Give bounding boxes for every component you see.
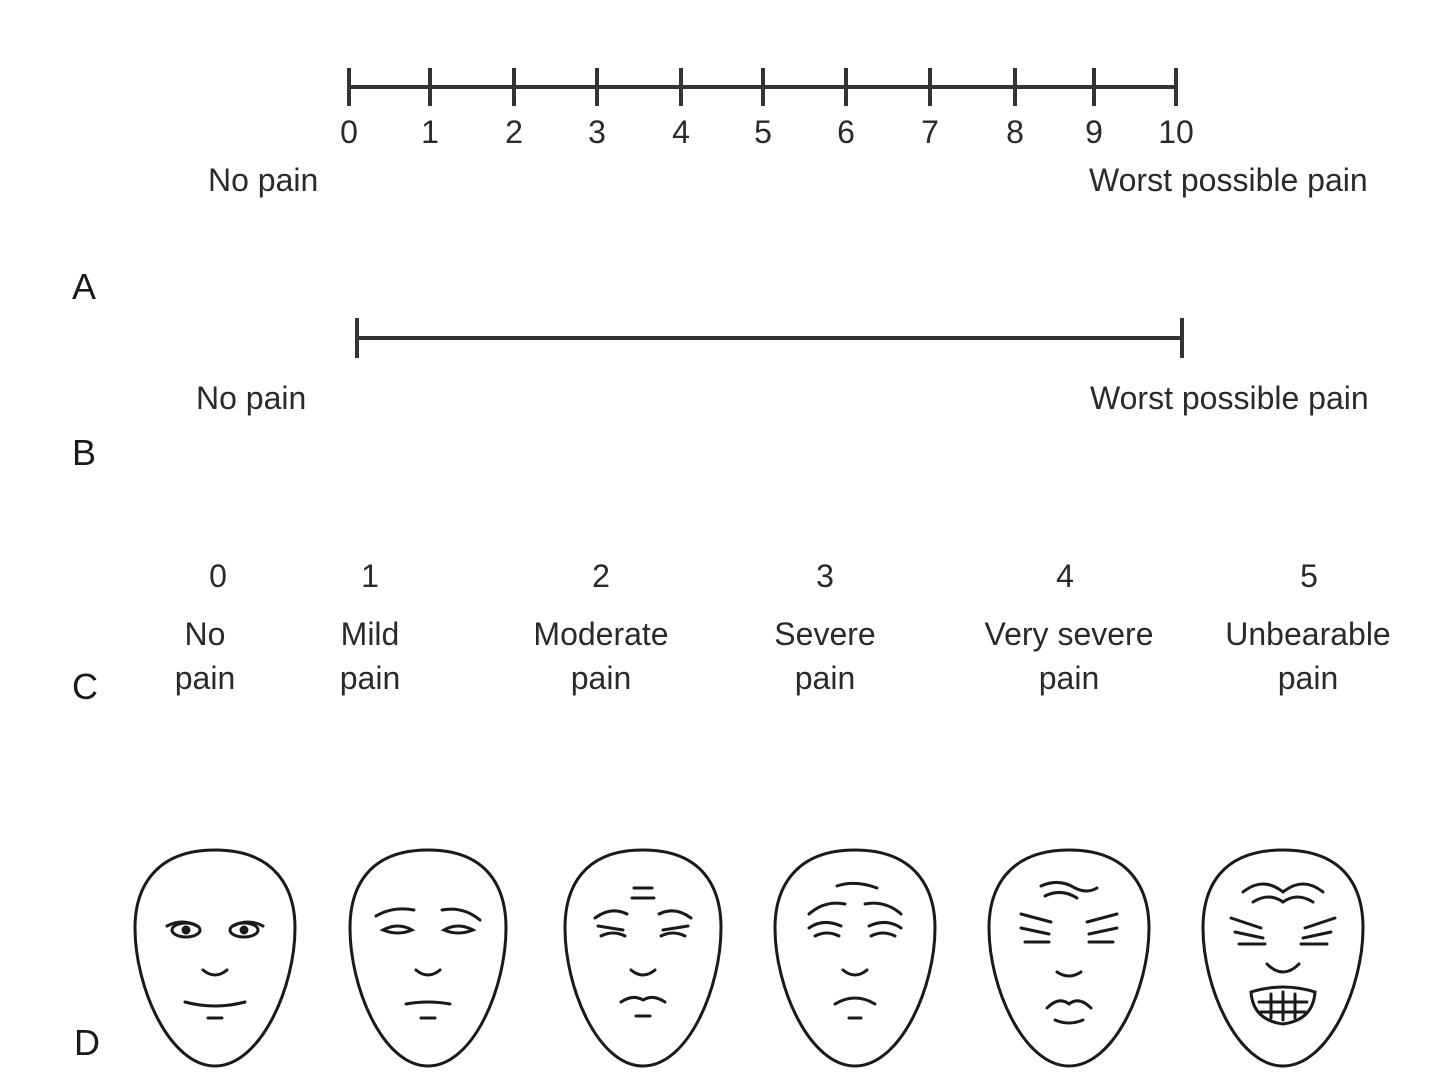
face-mild-pain-icon bbox=[348, 848, 508, 1068]
face-severe-pain-icon bbox=[773, 848, 937, 1068]
tick-label: 5 bbox=[754, 114, 772, 150]
verbal-scale-number: 4 bbox=[1056, 558, 1074, 594]
verbal-scale-number: 0 bbox=[209, 558, 227, 594]
tick-label: 0 bbox=[340, 114, 358, 150]
face-moderate-pain-icon bbox=[563, 848, 723, 1068]
tick-label: 8 bbox=[1006, 114, 1024, 150]
face-unbearable-pain-icon bbox=[1201, 848, 1365, 1068]
numeric-scale-right-anchor: Worst possible pain bbox=[1089, 162, 1368, 198]
tick-label: 9 bbox=[1085, 114, 1103, 150]
numeric-scale-ticks bbox=[347, 68, 1178, 106]
tick-label: 10 bbox=[1158, 114, 1194, 150]
tick-label: 2 bbox=[505, 114, 523, 150]
tick-label: 1 bbox=[421, 114, 439, 150]
panel-label-a: A bbox=[72, 266, 97, 307]
panel-label-b: B bbox=[72, 432, 97, 473]
panel-label-c: C bbox=[72, 666, 98, 707]
face-no-pain-icon bbox=[133, 848, 297, 1068]
numeric-scale-left-anchor: No pain bbox=[208, 162, 319, 198]
tick-label: 6 bbox=[837, 114, 855, 150]
tick-label: 7 bbox=[921, 114, 939, 150]
verbal-scale-number: 2 bbox=[592, 558, 610, 594]
visual-analog-scale-right-anchor: Worst possible pain bbox=[1090, 380, 1369, 416]
visual-analog-scale-left-anchor: No pain bbox=[196, 380, 307, 416]
verbal-scale-number: 3 bbox=[816, 558, 834, 594]
face-very-severe-pain-icon bbox=[987, 848, 1151, 1068]
tick-label: 3 bbox=[588, 114, 606, 150]
tick-label: 4 bbox=[672, 114, 690, 150]
verbal-scale-number: 5 bbox=[1300, 558, 1318, 594]
verbal-scale-number: 1 bbox=[361, 558, 379, 594]
panel-label-d: D bbox=[74, 1022, 100, 1063]
